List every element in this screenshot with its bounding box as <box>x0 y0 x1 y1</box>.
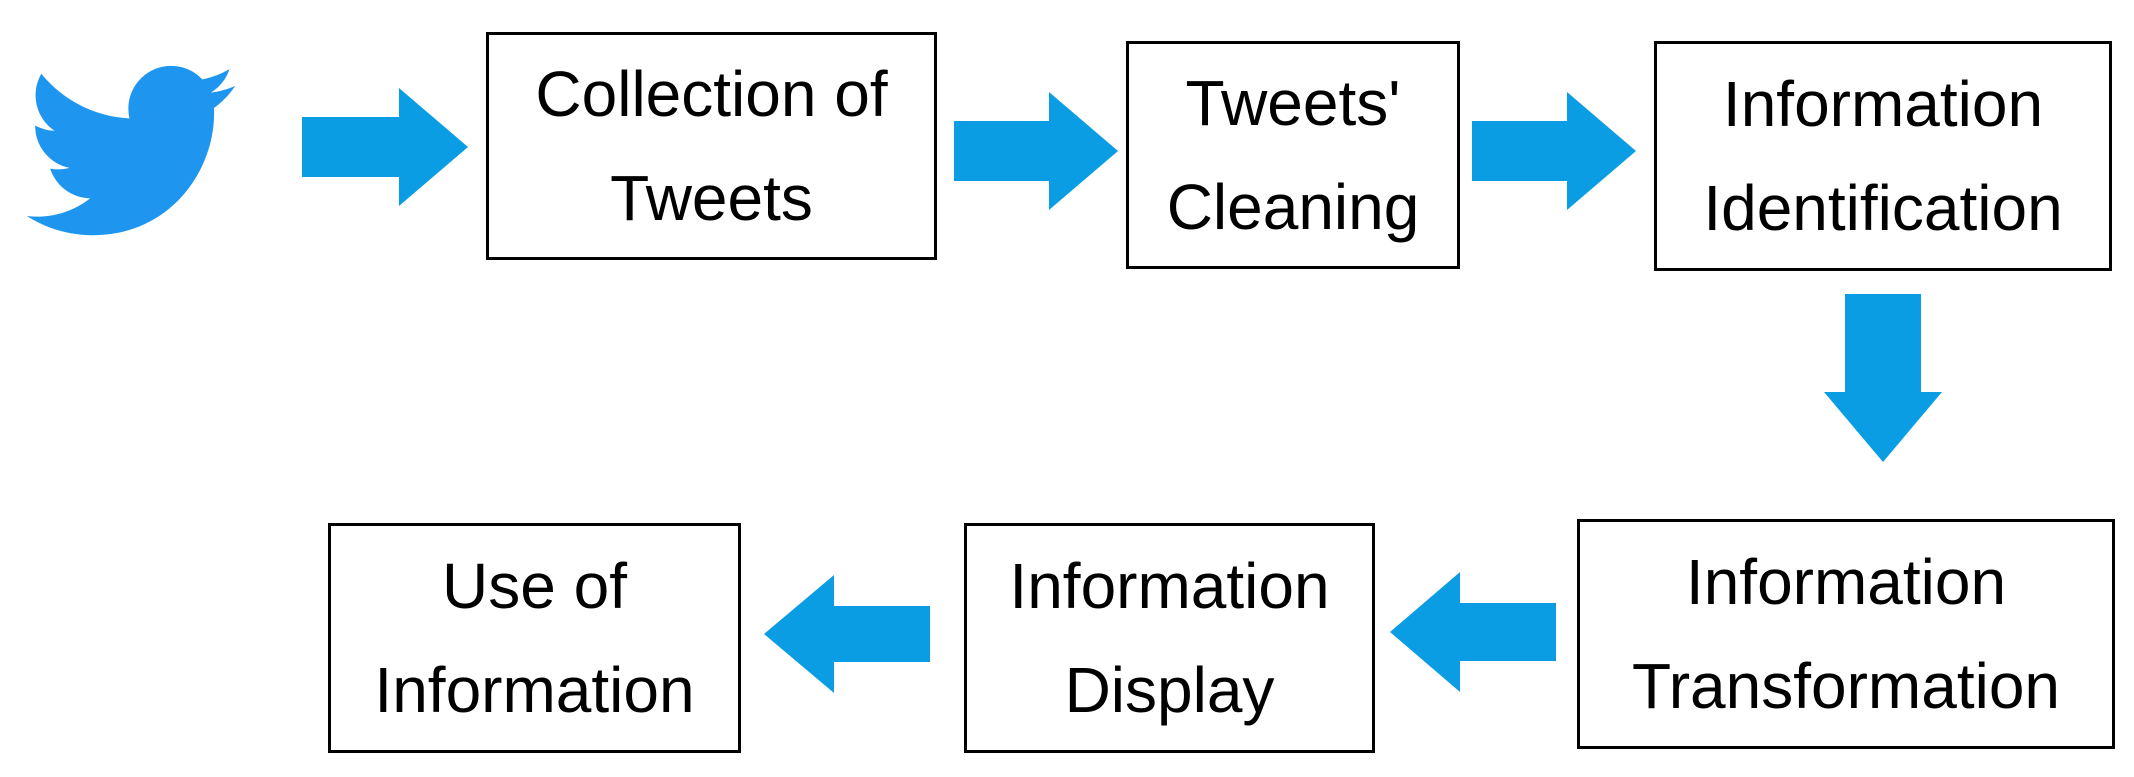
step-tweets-cleaning: Tweets' Cleaning <box>1126 41 1460 269</box>
arrow-down <box>1824 294 1942 462</box>
step-label-line-1: Information <box>1722 68 2044 140</box>
step-label-line-1: Use of <box>442 550 627 622</box>
step-information-identification: Information Identification <box>1654 41 2112 271</box>
arrow-left-1 <box>1390 572 1556 692</box>
step-label-line-2: Transformation <box>1632 650 2060 722</box>
arrow-shape <box>302 88 468 206</box>
step-label-line-2: Tweets <box>610 162 813 234</box>
arrow-right-1 <box>302 88 468 206</box>
step-information-display: Information Display <box>964 523 1375 753</box>
twitter-bird-shape <box>26 65 236 236</box>
step-label-line-2: Information <box>374 654 695 726</box>
arrow-shape <box>1390 572 1556 692</box>
arrow-shape <box>1472 92 1636 210</box>
step-information-transformation: Information Transformation <box>1577 519 2115 749</box>
step-label-line-2: Cleaning <box>1166 171 1420 243</box>
step-label-line-2: Display <box>1064 654 1275 726</box>
step-label-line-2: Identification <box>1703 172 2063 244</box>
step-label-line-1: Information <box>1685 546 2007 618</box>
arrow-right-2 <box>954 92 1118 210</box>
arrow-shape <box>954 92 1118 210</box>
arrow-shape <box>764 575 930 693</box>
twitter-bird-icon <box>26 65 236 236</box>
step-collection-of-tweets: Collection of Tweets <box>486 32 937 260</box>
arrow-shape <box>1824 294 1942 462</box>
arrow-left-2 <box>764 575 930 693</box>
arrow-right-3 <box>1472 92 1636 210</box>
step-label-line-1: Information <box>1009 550 1330 622</box>
step-label-line-1: Collection of <box>535 58 888 130</box>
step-label-line-1: Tweets' <box>1185 67 1401 139</box>
step-use-of-information: Use of Information <box>328 523 741 753</box>
